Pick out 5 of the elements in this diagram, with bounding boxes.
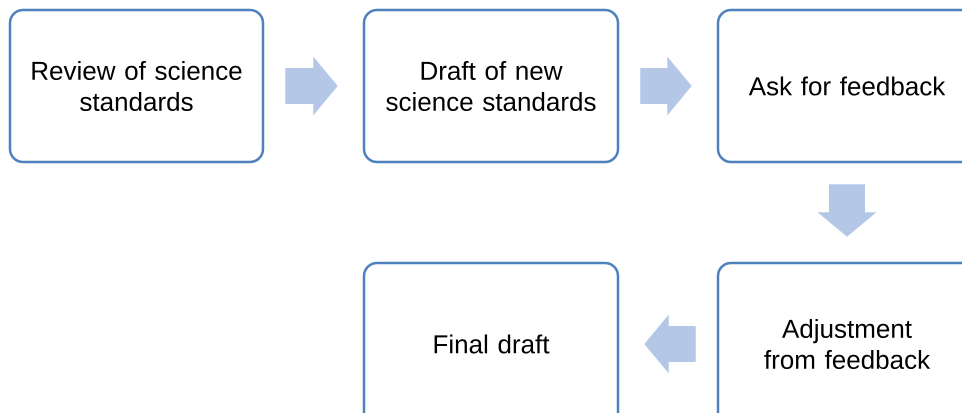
process-box: Draft of new science standards	[362, 8, 620, 164]
process-box: Ask for feedback	[716, 8, 962, 164]
process-box: Final draft	[362, 262, 620, 413]
process-box: Review of science standards	[8, 8, 264, 164]
process-box: Adjustment from feedback	[716, 262, 962, 413]
